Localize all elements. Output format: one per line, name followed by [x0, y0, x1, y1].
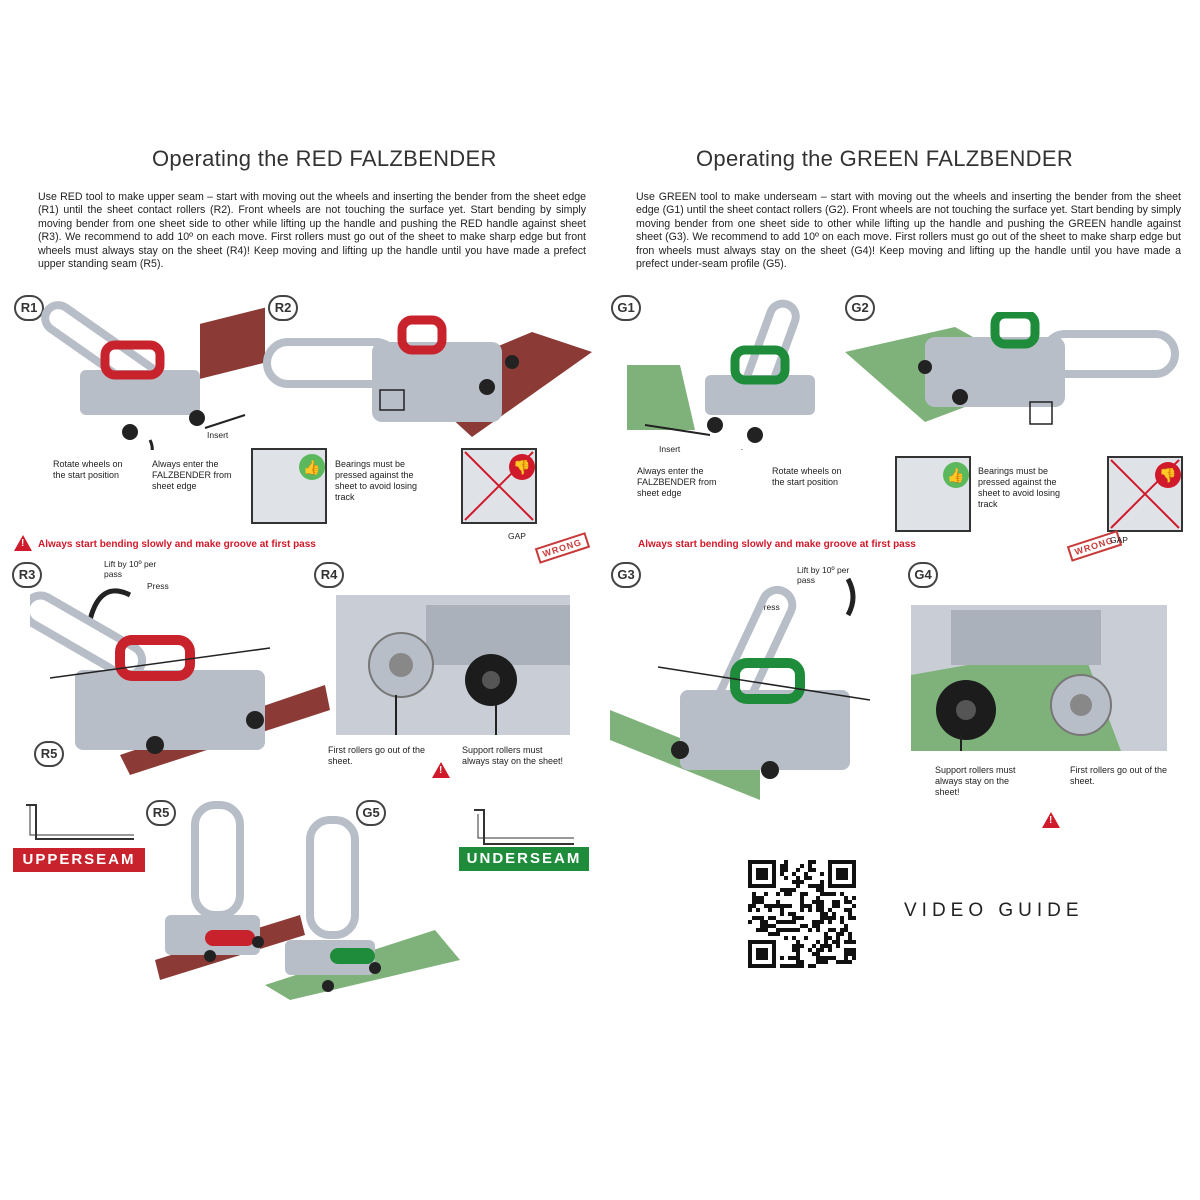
g3-press-label: Press	[758, 602, 780, 612]
r1-enter-caption: Always enter the FALZBENDER from sheet e…	[152, 459, 232, 491]
badge-g3: G3	[611, 562, 641, 588]
thumbs-up-icon: 👍	[299, 454, 325, 480]
g3-lift-label: Lift by 10º per pass	[797, 565, 850, 585]
r4-illustration	[336, 595, 570, 735]
r2-bearings-caption: Bearings must be pressed against the she…	[335, 459, 418, 502]
g4-illustration	[911, 605, 1167, 751]
video-guide-label: VIDEO GUIDE	[904, 900, 1084, 921]
badge-r5-inline: R5	[34, 741, 64, 767]
r2-gap-label: GAP	[508, 531, 526, 541]
upperseam-profile-icon	[26, 804, 134, 840]
r2-wrong-stamp: WRONG	[534, 532, 590, 564]
g1-insert-label: Insert	[659, 444, 681, 454]
g2-bearings-caption: Bearings must be pressed against the she…	[978, 466, 1061, 509]
thumbs-down-icon: 👎	[1155, 462, 1181, 488]
r2-correct-inset: 👍	[251, 448, 327, 524]
badge-g5: G5	[356, 800, 386, 826]
red-title: Operating the RED FALZBENDER	[152, 146, 497, 171]
green-title: Operating the GREEN FALZBENDER	[696, 146, 1074, 171]
g2-illustration	[845, 312, 1179, 425]
g1-illustration	[627, 299, 815, 450]
underseam-banner: UNDERSEAM	[459, 847, 589, 871]
r1-insert-label: Insert	[207, 430, 229, 440]
green-intro: Use GREEN tool to make underseam – start…	[636, 191, 1181, 271]
warning-icon: !	[14, 535, 32, 551]
r4-first-rollers-caption: First rollers go out of the sheet.	[328, 745, 426, 766]
r5-g5-illustration	[155, 801, 460, 1000]
thumbs-down-icon: 👎	[509, 454, 535, 480]
r3-illustration	[30, 588, 330, 775]
g1-rotate-caption: Rotate wheels on the start position	[772, 466, 842, 487]
r3-lift-label: Lift by 10º per pass	[104, 559, 157, 579]
badge-r4: R4	[314, 562, 344, 588]
r2-illustration	[263, 315, 592, 437]
thumbs-up-icon: 👍	[943, 462, 969, 488]
badge-r1: R1	[14, 295, 44, 321]
badge-r5: R5	[146, 800, 176, 826]
qr-code-icon[interactable]	[748, 860, 856, 968]
r2-wrong-inset: 👎	[461, 448, 537, 524]
badge-r3: R3	[12, 562, 42, 588]
g2-gap-label: GAP	[1110, 535, 1128, 545]
warning-icon: !	[432, 762, 450, 778]
g1-enter-caption: Always enter the FALZBENDER from sheet e…	[637, 466, 717, 498]
badge-r2: R2	[268, 295, 298, 321]
warning-icon: !	[1042, 812, 1060, 828]
red-intro: Use RED tool to make upper seam – start …	[38, 191, 586, 271]
badge-g2: G2	[845, 295, 875, 321]
upperseam-banner: UPPERSEAM	[13, 848, 145, 872]
g4-first-rollers-caption: First rollers go out of the sheet.	[1070, 765, 1168, 786]
g3-illustration	[610, 577, 871, 800]
g4-support-rollers-caption: Support rollers must always stay on the …	[935, 765, 1016, 797]
red-warning-text: Always start bending slowly and make gro…	[38, 539, 316, 550]
g2-wrong-inset: 👎	[1107, 456, 1183, 532]
underseam-profile-icon	[474, 809, 574, 845]
r1-rotate-caption: Rotate wheels on the start position	[53, 459, 123, 480]
green-warning-text: Always start bending slowly and make gro…	[638, 539, 916, 550]
r3-press-label: Press	[147, 581, 169, 591]
g2-correct-inset: 👍	[895, 456, 971, 532]
r4-support-rollers-caption: Support rollers must always stay on the …	[462, 745, 564, 766]
badge-g1: G1	[611, 295, 641, 321]
r1-illustration	[41, 301, 265, 450]
badge-g4: G4	[908, 562, 938, 588]
